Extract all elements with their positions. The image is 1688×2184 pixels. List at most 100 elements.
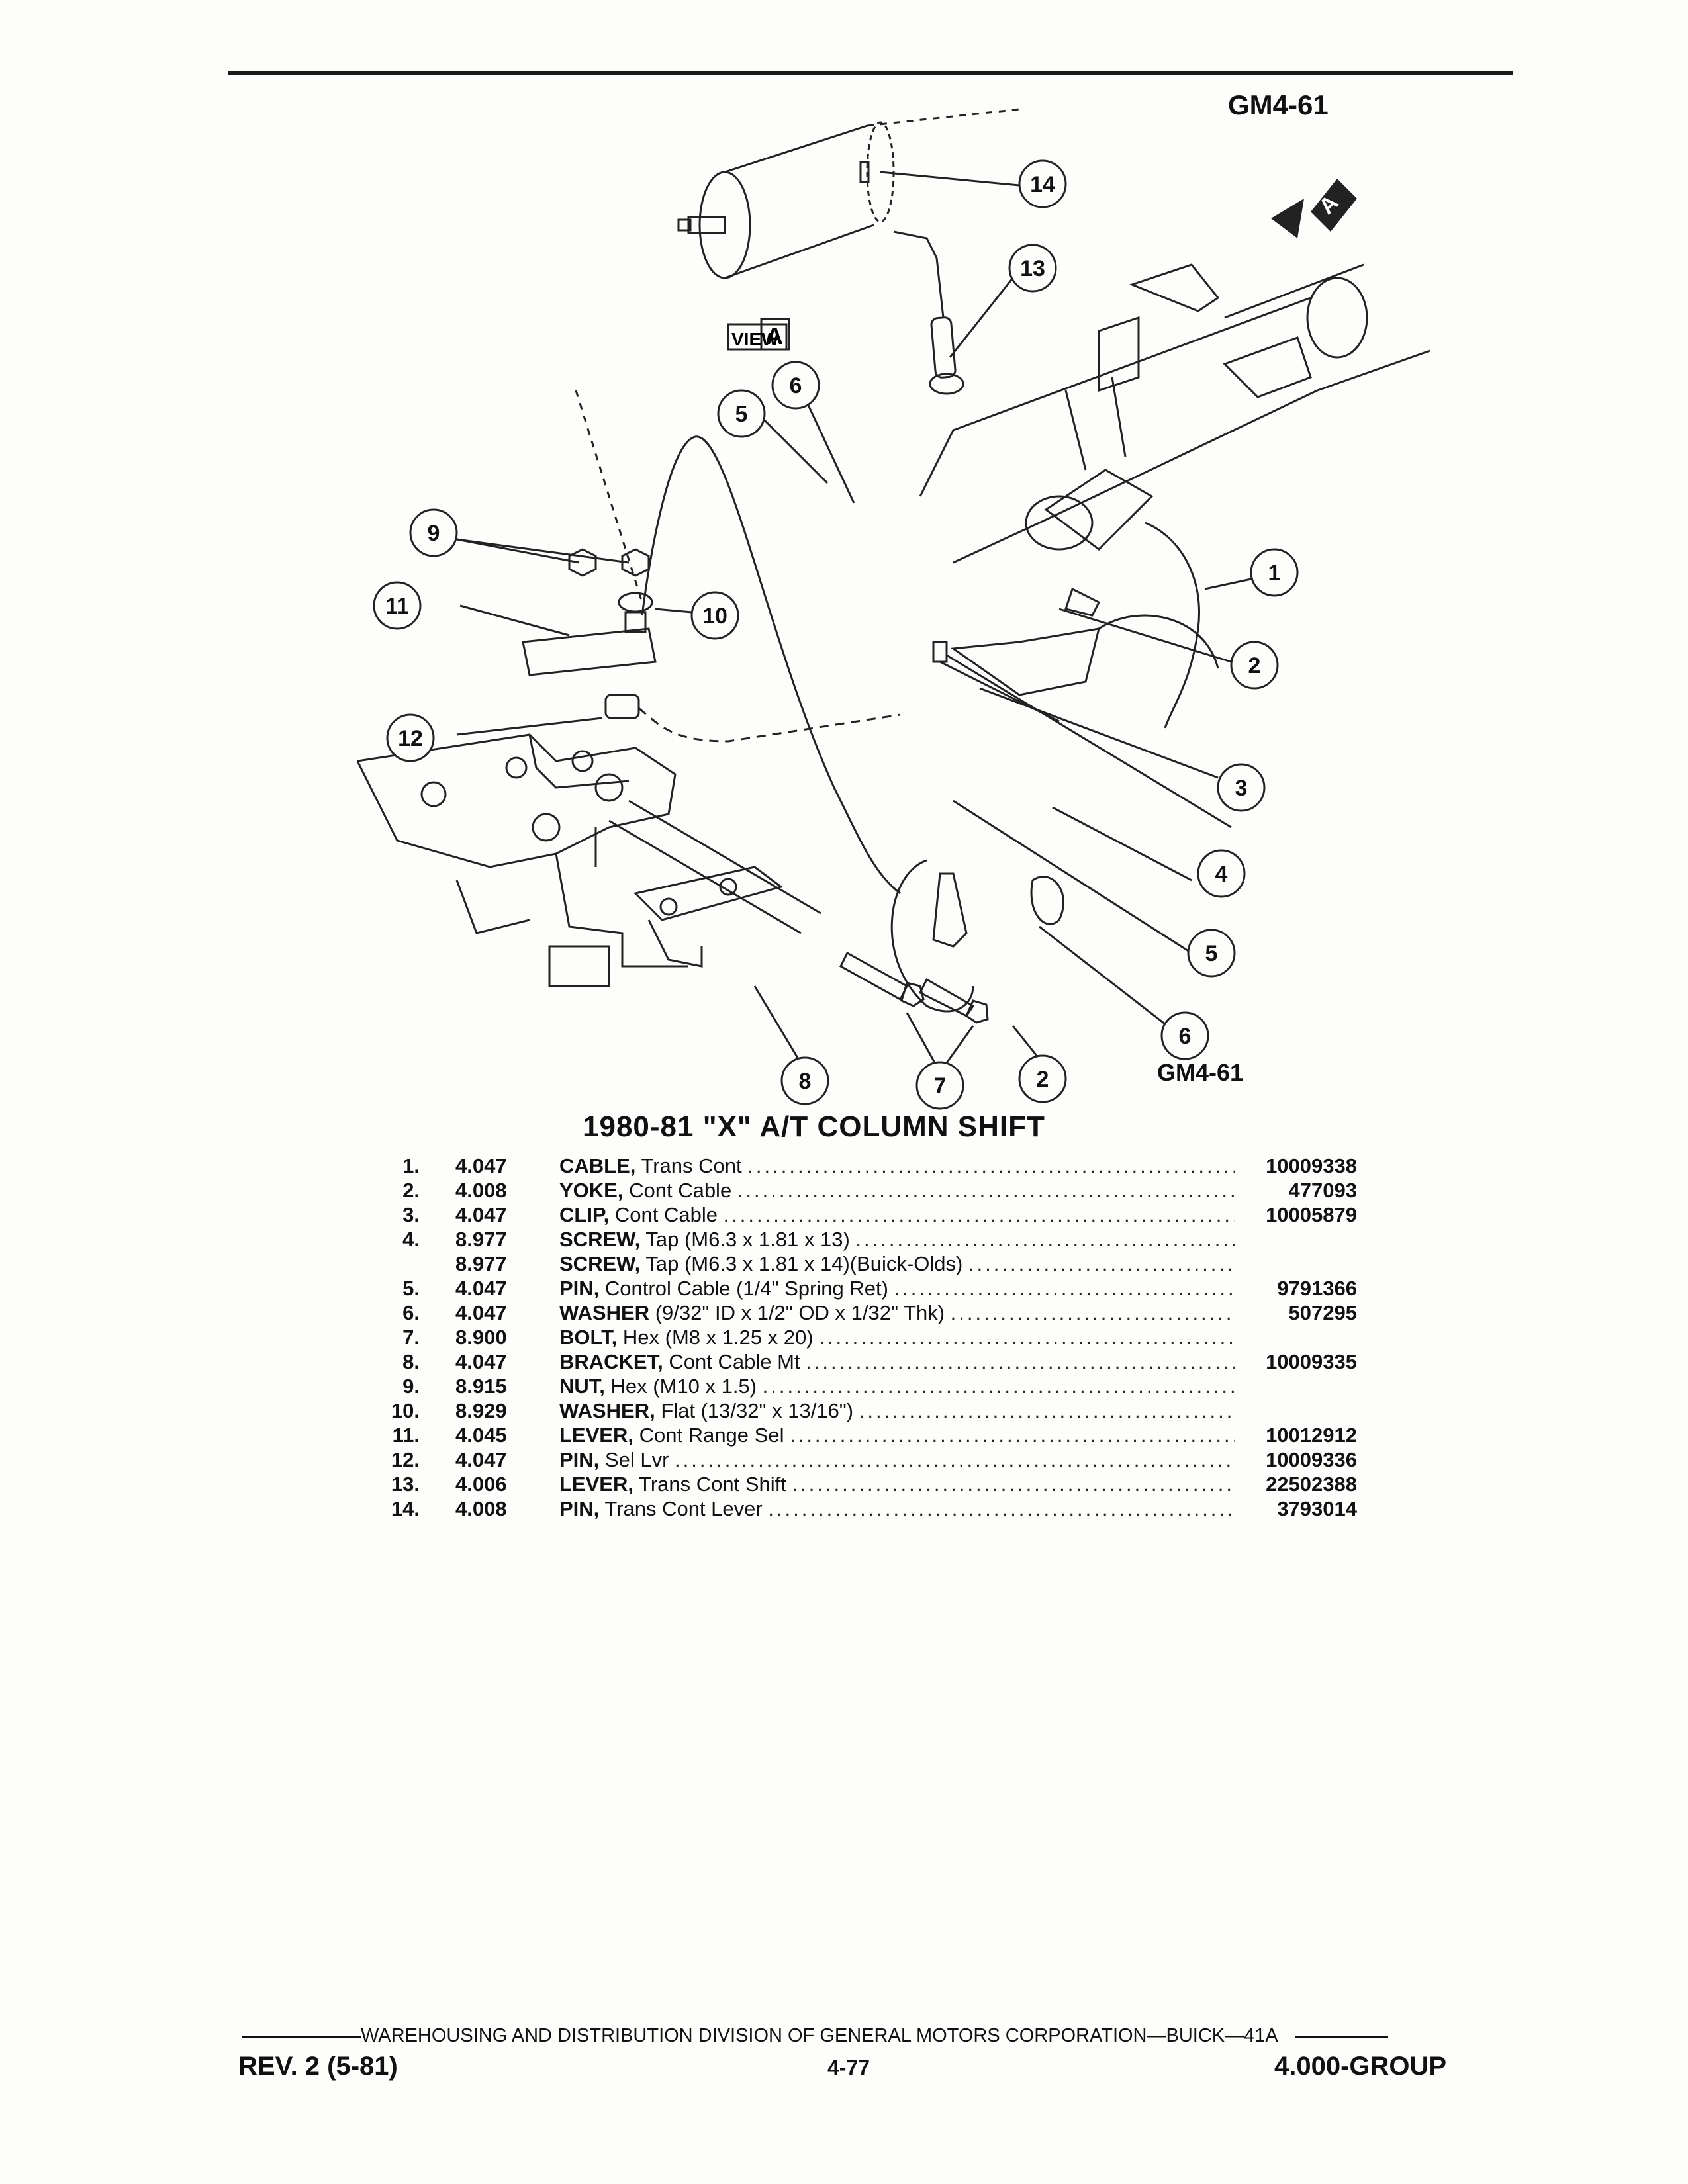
footer-division-text: WAREHOUSING AND DISTRIBUTION DIVISION OF…: [361, 2025, 1278, 2046]
group-number: 4.006: [455, 1473, 507, 1496]
part-name: CABLE,: [559, 1154, 636, 1177]
svg-text:A: A: [766, 322, 783, 349]
callout-1: 1: [1250, 548, 1299, 597]
group-label: 4.000-GROUP: [1274, 2052, 1447, 2081]
part-detail: Trans Cont Lever: [604, 1497, 763, 1520]
footer-rule-right: [1295, 2035, 1389, 2038]
part-number: 8.: [402, 1350, 420, 1373]
part-catalog-number: 22502388: [1266, 1473, 1357, 1496]
svg-text:10: 10: [702, 604, 727, 629]
part-detail: Flat (13/32" x 13/16"): [661, 1399, 854, 1422]
figure-id-top: GM4-61: [1228, 89, 1329, 120]
part-name: CLIP,: [559, 1203, 610, 1226]
part-catalog-number: 10009335: [1266, 1350, 1357, 1373]
svg-text:7: 7: [934, 1073, 947, 1099]
svg-text:6: 6: [790, 373, 802, 398]
part-description: LEVER, Cont Range Sel ..................…: [559, 1423, 1235, 1447]
leader-dots: ........................................…: [675, 1448, 1235, 1471]
part-name: PIN,: [559, 1277, 600, 1300]
callout-8: 8: [780, 1056, 829, 1105]
leader-dots: ........................................…: [790, 1424, 1235, 1447]
leader-dots: ........................................…: [950, 1301, 1235, 1324]
footer-division: WAREHOUSING AND DISTRIBUTION DIVISION OF…: [242, 2025, 1486, 2047]
part-detail: Tap (M6.3 x 1.81 x 13): [645, 1228, 850, 1251]
part-catalog-number: 10005879: [1266, 1203, 1357, 1226]
part-name: YOKE,: [559, 1179, 624, 1202]
part-description: CABLE, Trans Cont ......................…: [559, 1154, 1235, 1178]
svg-text:13: 13: [1020, 256, 1045, 281]
group-number: 8.915: [455, 1375, 507, 1398]
part-description: BOLT, Hex (M8 x 1.25 x 20) .............…: [559, 1325, 1235, 1349]
part-detail: Cont Range Sel: [639, 1424, 784, 1447]
part-number: 3.: [402, 1203, 420, 1226]
group-number: 8.977: [455, 1252, 507, 1275]
footer-rule-left: [242, 2035, 361, 2038]
svg-text:3: 3: [1235, 776, 1248, 801]
svg-text:14: 14: [1030, 172, 1055, 197]
shift-lever: [893, 230, 945, 318]
group-number: 8.900: [455, 1326, 507, 1349]
group-number: 4.008: [455, 1179, 507, 1202]
group-number: 4.047: [455, 1203, 507, 1226]
figure-id-bottom: GM4-61: [1157, 1059, 1244, 1086]
group-number: 4.047: [455, 1301, 507, 1324]
view-a-arrow: A: [1271, 179, 1357, 238]
callout-3: 3: [1217, 763, 1266, 812]
callout-5-lower: 5: [1187, 929, 1236, 978]
svg-text:1: 1: [1268, 561, 1281, 586]
part-number: 5.: [402, 1277, 420, 1300]
part-row: 3. 4.047 CLIP, Cont Cable ................…: [377, 1203, 1357, 1227]
svg-text:5: 5: [735, 402, 748, 427]
part-name: SCREW,: [559, 1252, 641, 1275]
leader-dots: ........................................…: [747, 1154, 1235, 1177]
part-catalog-number: 10009336: [1266, 1448, 1357, 1471]
part-description: YOKE, Cont Cable .......................…: [559, 1178, 1235, 1203]
part-number: 1.: [402, 1154, 420, 1177]
callout-5-upper: 5: [717, 389, 766, 438]
callout-10: 10: [690, 591, 739, 640]
steering-column: [919, 263, 1430, 669]
part-catalog-number: 10012912: [1266, 1424, 1357, 1447]
part-name: WASHER,: [559, 1399, 655, 1422]
callout-14: 14: [1018, 159, 1067, 208]
part-number: 4.: [402, 1228, 420, 1251]
part-catalog-number: 477093: [1288, 1179, 1357, 1202]
part-number: 7.: [402, 1326, 420, 1349]
part-detail: (9/32" ID x 1/2" OD x 1/32" Thk): [655, 1301, 945, 1324]
part-description: BRACKET, Cont Cable Mt .................…: [559, 1349, 1235, 1374]
part-catalog-number: 10009338: [1266, 1154, 1357, 1177]
svg-text:5: 5: [1205, 941, 1218, 966]
leader-dots: ........................................…: [819, 1326, 1235, 1349]
part-description: PIN, Sel Lvr ...........................…: [559, 1447, 1235, 1472]
group-number: 4.047: [455, 1448, 507, 1471]
callout-11: 11: [373, 581, 422, 630]
cable-1: [1145, 522, 1200, 729]
part-detail: Cont Cable: [629, 1179, 732, 1202]
part-number: 10.: [391, 1399, 420, 1422]
part-row: 12. 4.047 PIN, Sel Lvr ...................…: [377, 1447, 1357, 1472]
svg-text:VIEW: VIEW: [731, 329, 779, 349]
part-number: 14.: [391, 1497, 420, 1520]
part-detail: Tap (M6.3 x 1.81 x 14)(Buick-Olds): [645, 1252, 963, 1275]
part-description: SCREW, Tap (M6.3 x 1.81 x 13) ..........…: [559, 1227, 1235, 1251]
svg-text:2: 2: [1248, 653, 1261, 678]
transmission-case: [357, 733, 688, 987]
part-description: CLIP, Cont Cable .......................…: [559, 1203, 1235, 1227]
part-number: 2.: [402, 1179, 420, 1202]
svg-text:2: 2: [1037, 1067, 1049, 1092]
leader-dots: ........................................…: [968, 1252, 1235, 1275]
svg-text:11: 11: [385, 594, 409, 619]
leader-dots: ........................................…: [855, 1228, 1235, 1251]
leader-dots: ........................................…: [723, 1203, 1235, 1226]
parts-list: 1. 4.047 CABLE, Trans Cont ...............…: [377, 1154, 1357, 1521]
part-row: 7. 8.900 BOLT, Hex (M8 x 1.25 x 20) ......…: [377, 1325, 1357, 1349]
part-number: 12.: [391, 1448, 420, 1471]
